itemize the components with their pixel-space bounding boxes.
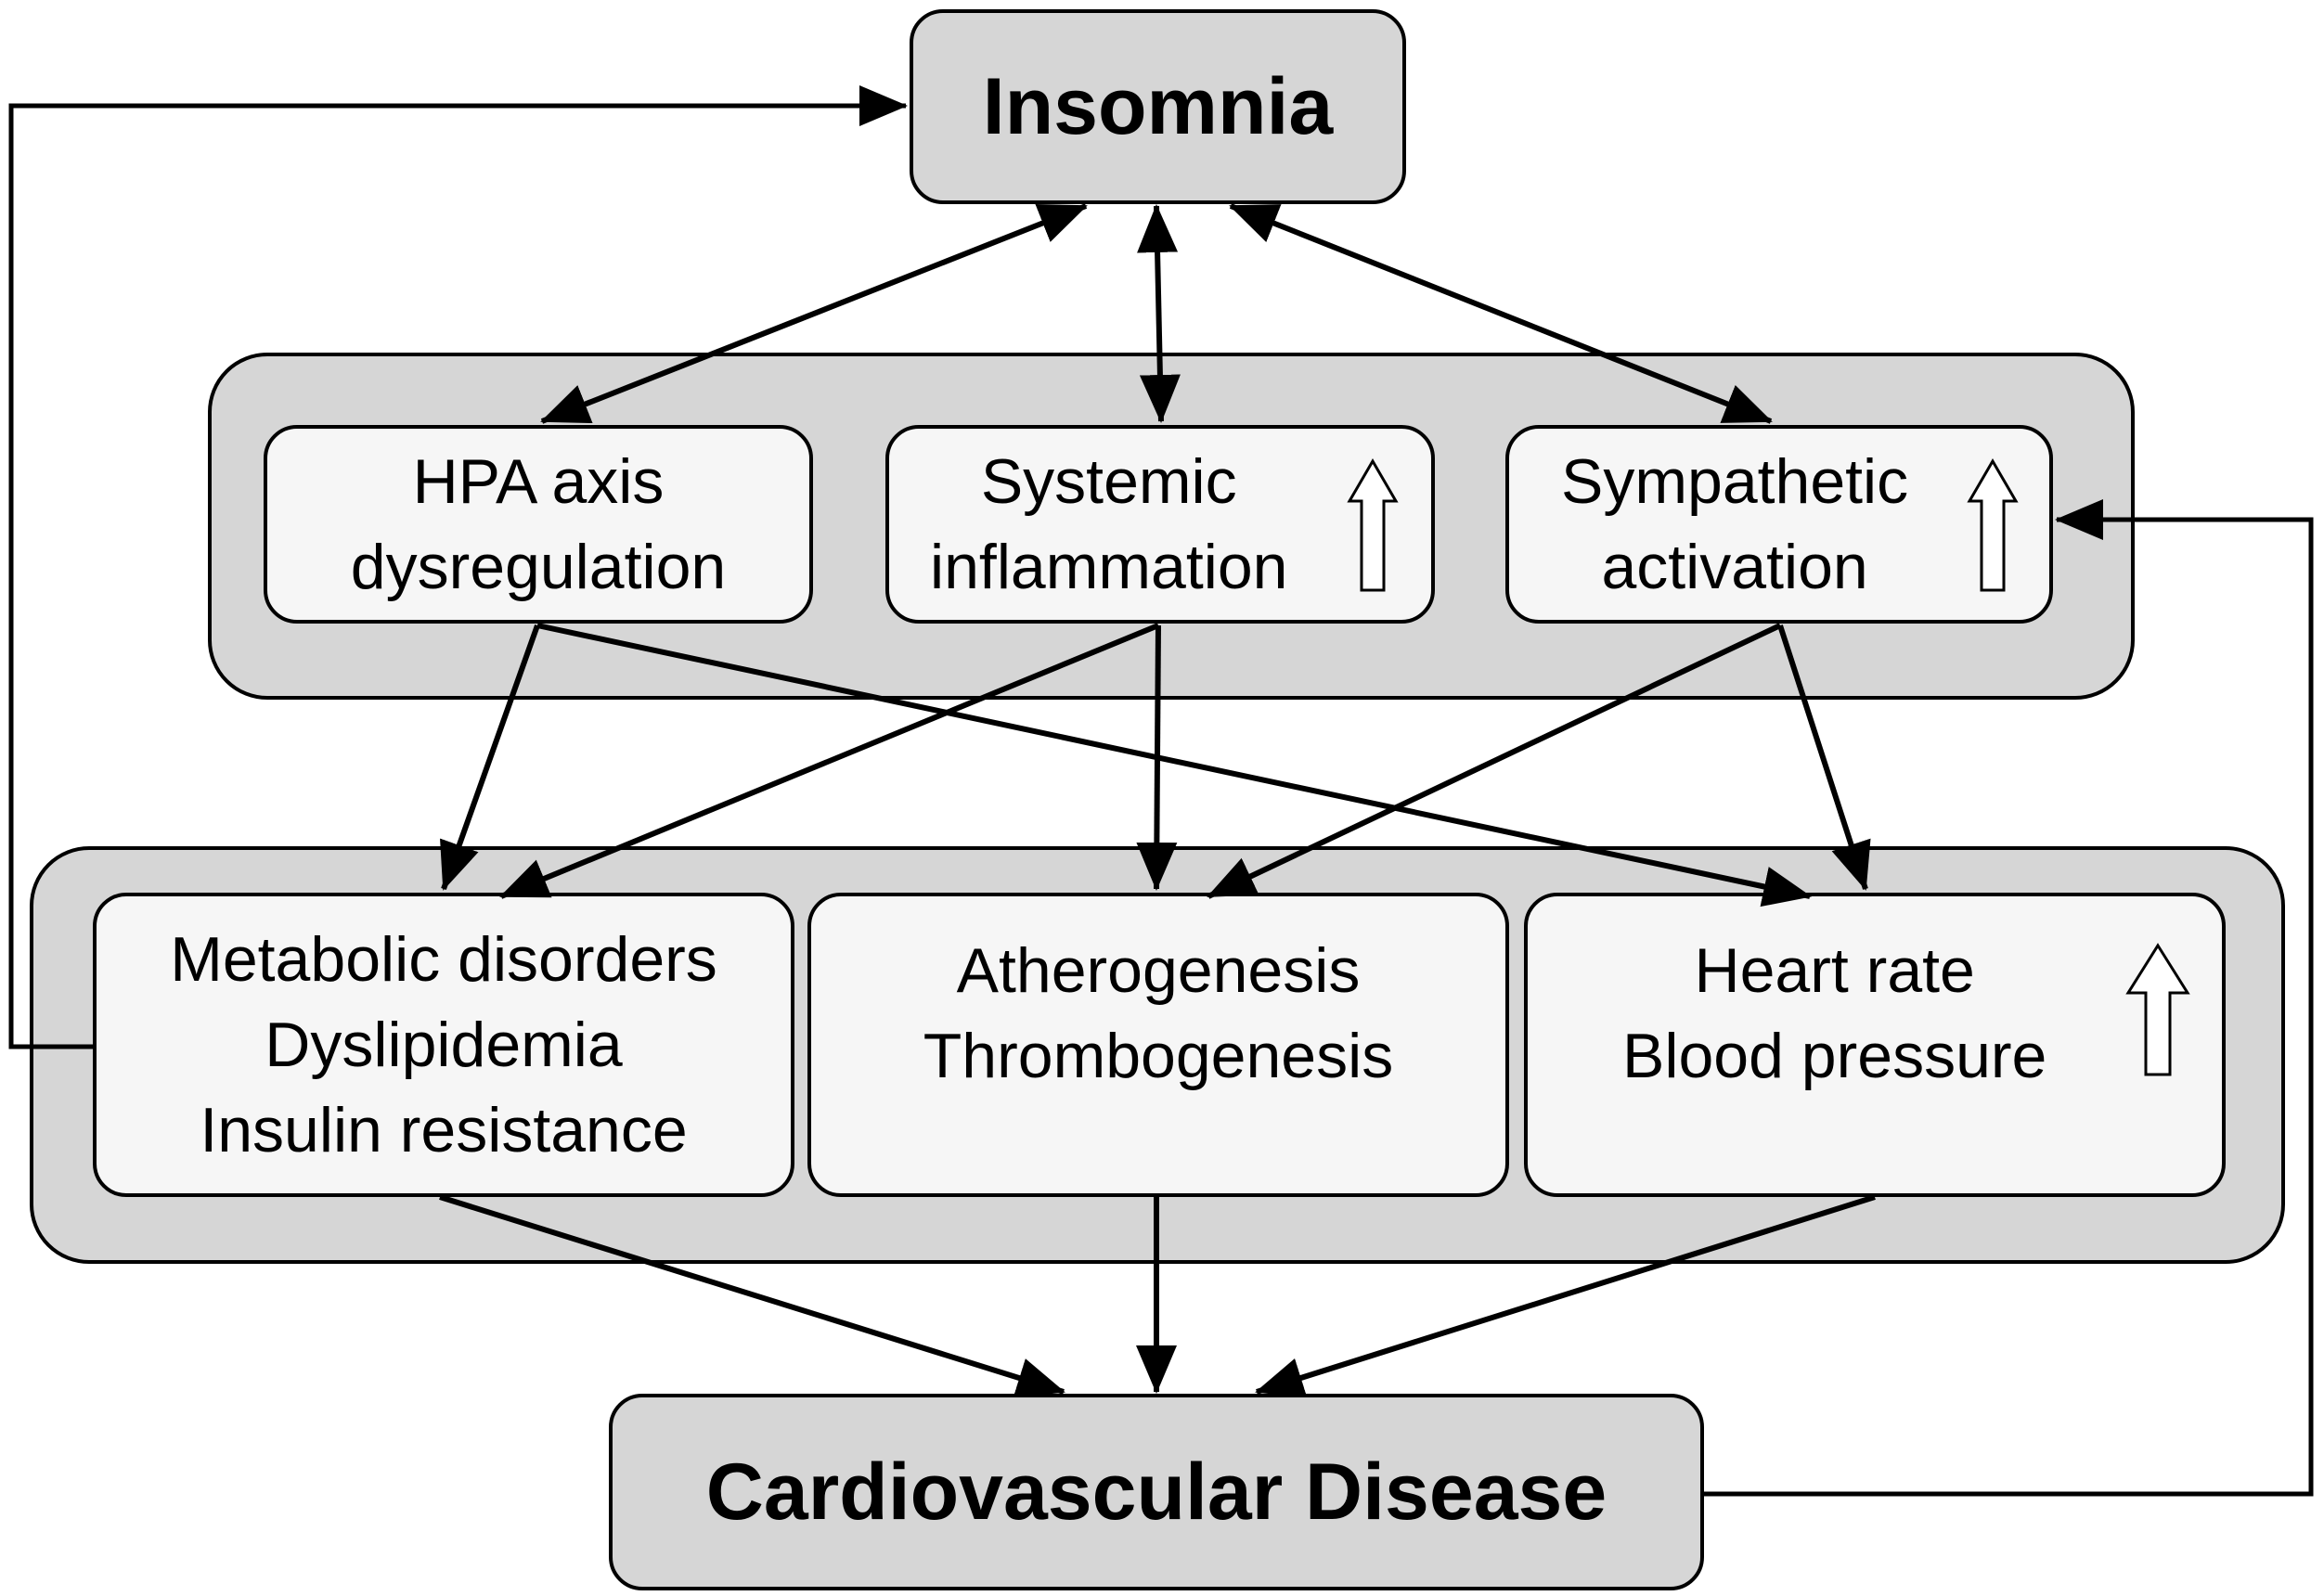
metabolic-disorders-node: Metabolic disorders Dyslipidemia Insulin…: [93, 893, 794, 1197]
athero-line-2: Thrombogenesis: [923, 1021, 1394, 1091]
sympathetic-line-2: activation: [1601, 532, 1868, 602]
sympathetic-line-1: Sympathetic: [1561, 446, 1909, 517]
heart-rate-node: Heart rate Blood pressure: [1524, 893, 2226, 1197]
cardiovascular-disease-node: Cardiovascular Disease: [609, 1394, 1704, 1590]
metabolic-line-1: Metabolic disorders: [170, 924, 717, 995]
sympathetic-activation-node: Sympathetic activation: [1505, 425, 2053, 624]
metabolic-line-2: Dyslipidemia: [265, 1010, 623, 1080]
systemic-inflammation-node: Systemic inflammation: [885, 425, 1435, 624]
hpa-axis-node: HPA axis dysregulation: [264, 425, 813, 624]
insomnia-label: Insomnia: [982, 61, 1334, 151]
inflammation-line-1: Systemic: [980, 446, 1237, 517]
insomnia-node: Insomnia: [910, 9, 1406, 204]
hpa-line-2: dysregulation: [350, 532, 727, 602]
heart-line-1: Heart rate: [1694, 935, 1975, 1006]
up-arrow-icon: [1967, 458, 2019, 592]
metabolic-line-3: Insulin resistance: [200, 1095, 688, 1165]
heart-line-2: Blood pressure: [1622, 1021, 2047, 1091]
up-arrow-icon: [1347, 458, 1399, 592]
athero-line-1: Atherogenesis: [956, 935, 1361, 1006]
atherogenesis-node: Atherogenesis Thrombogenesis: [807, 893, 1509, 1197]
up-arrow-icon: [2125, 943, 2190, 1076]
inflammation-line-2: inflammation: [930, 532, 1288, 602]
cvd-label: Cardiovascular Disease: [705, 1447, 1607, 1537]
hpa-line-1: HPA axis: [412, 446, 665, 517]
